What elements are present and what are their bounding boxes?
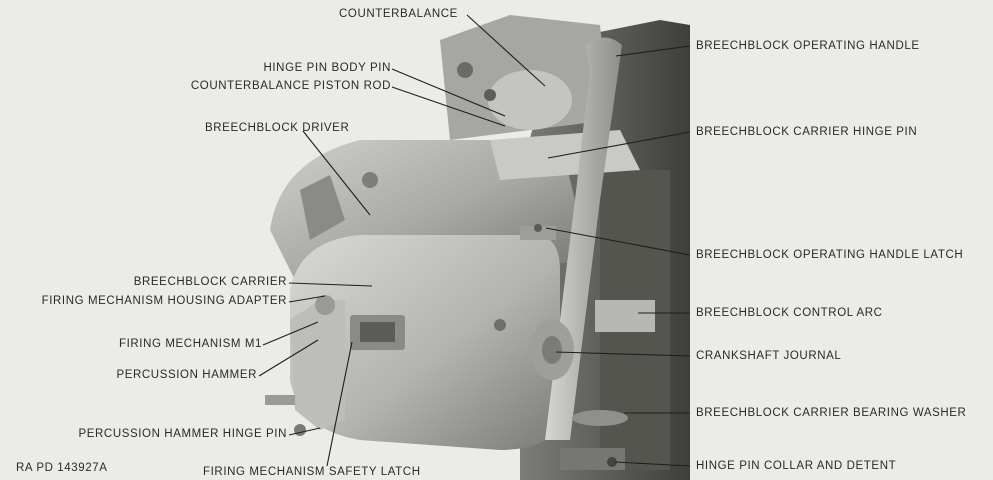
label-percussion-hammer-hinge-pin: PERCUSSION HAMMER HINGE PIN — [78, 428, 287, 440]
breechblock-operating-handle — [530, 37, 622, 440]
label-hinge-pin-collar-and-detent: HINGE PIN COLLAR AND DETENT — [696, 460, 897, 472]
label-breechblock-carrier-bearing-washer: BREECHBLOCK CARRIER BEARING WASHER — [696, 407, 967, 419]
label-breechblock-control-arc: BREECHBLOCK CONTROL ARC — [696, 307, 883, 319]
firing-mechanism — [265, 295, 345, 436]
label-firing-mechanism-safety-latch: FIRING MECHANISM SAFETY LATCH — [203, 466, 421, 478]
label-breechblock-carrier-hinge-pin: BREECHBLOCK CARRIER HINGE PIN — [696, 126, 918, 138]
leader-lines — [258, 14, 691, 467]
hinge-pin-collar-and-detent — [560, 448, 625, 470]
breechblock-operating-handle-latch — [520, 224, 556, 240]
label-firing-mechanism-m1: FIRING MECHANISM M1 — [118, 338, 262, 350]
label-breechblock-operating-handle: BREECHBLOCK OPERATING HANDLE — [696, 40, 920, 52]
figure-id: RA PD 143927A — [16, 462, 108, 474]
breechblock-carrier-bearing-washer — [572, 410, 628, 426]
label-counterbalance: COUNTERBALANCE — [339, 8, 458, 20]
label-breechblock-operating-handle-latch: BREECHBLOCK OPERATING HANDLE LATCH — [696, 249, 964, 261]
label-breechblock-carrier: BREECHBLOCK CARRIER — [133, 276, 287, 288]
label-percussion-hammer: PERCUSSION HAMMER — [116, 369, 257, 381]
label-counterbalance-piston-rod: COUNTERBALANCE PISTON ROD — [190, 80, 391, 92]
label-hinge-pin-body-pin: HINGE PIN BODY PIN — [263, 62, 391, 74]
label-firing-mechanism-housing-adapter: FIRING MECHANISM HOUSING ADAPTER — [41, 295, 287, 307]
breechblock-carrier — [290, 235, 560, 450]
label-crankshaft-journal: CRANKSHAFT JOURNAL — [696, 350, 842, 362]
breechblock-control-arc — [595, 300, 655, 332]
label-breechblock-driver: BREECHBLOCK DRIVER — [205, 122, 350, 134]
counterbalance-housing — [440, 15, 610, 140]
